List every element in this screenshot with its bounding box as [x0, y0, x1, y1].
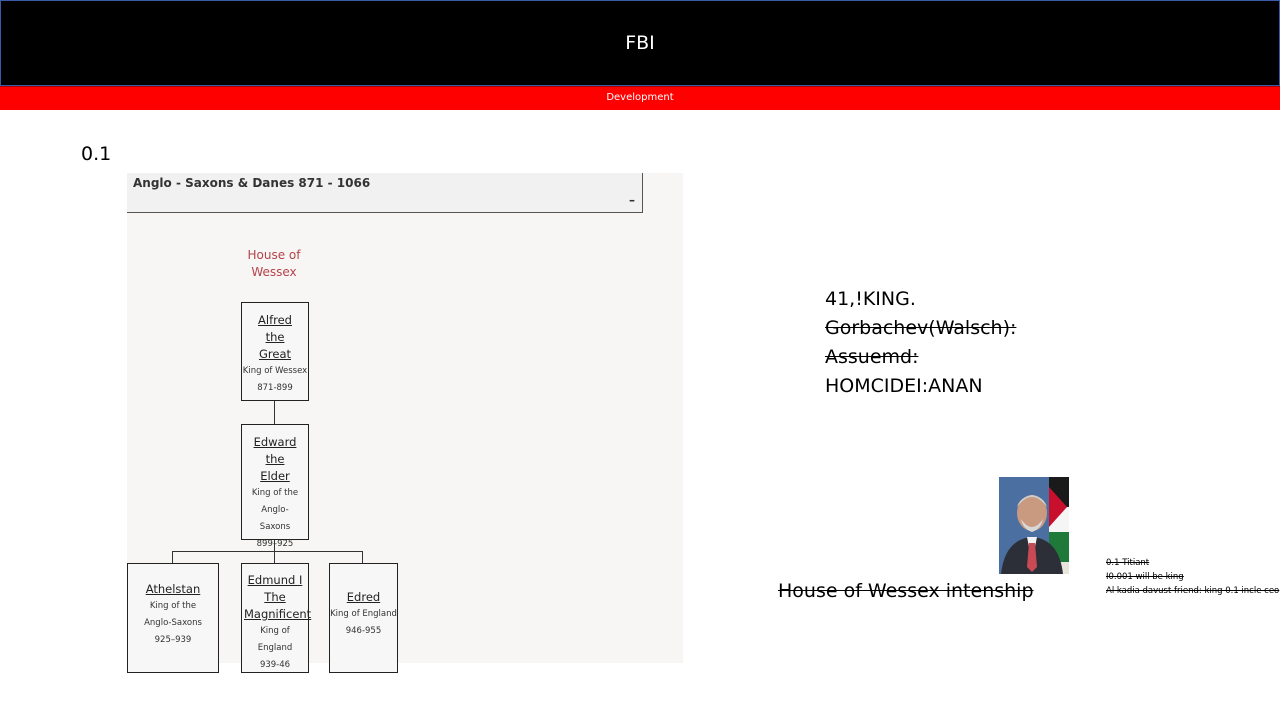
node-name-link[interactable]: Edmund I The Magnificent — [244, 573, 312, 621]
tree-connector — [274, 540, 275, 551]
node-years: 946-955 — [345, 626, 382, 636]
small-note-line: 0.1 Titiant — [1106, 558, 1150, 568]
tree-header-title: Anglo - Saxons & Danes 871 - 1066 — [133, 176, 371, 190]
node-name-link[interactable]: Athelstan — [145, 582, 201, 596]
tree-header: Anglo - Saxons & Danes 871 - 1066 – — [127, 173, 643, 213]
tree-node-edmund: Edmund I The Magnificent King of England… — [241, 563, 312, 673]
tree-connector — [274, 551, 275, 563]
small-note-line: I0.001 will be king — [1106, 572, 1184, 582]
node-name-link[interactable]: Alfred the Great — [258, 313, 292, 361]
node-role: King of the Anglo-Saxons — [251, 488, 299, 532]
node-role: King of the Anglo-Saxons — [144, 601, 202, 628]
window-title: FBI — [625, 32, 655, 54]
node-name-link[interactable]: Edward the Elder — [253, 435, 297, 483]
notes-block: 41,!KING. Gorbachev(Walsch): Assuemd: HO… — [825, 285, 1016, 401]
small-note-line: Al kadia davust friend: king 0.1 incle c… — [1106, 586, 1280, 596]
node-years: 925–939 — [154, 635, 192, 645]
tree-node-alfred: Alfred the Great King of Wessex 871-899 — [241, 302, 309, 401]
collapse-button[interactable]: – — [629, 193, 635, 207]
development-banner: Development — [0, 86, 1280, 110]
node-role: King of England — [257, 626, 293, 653]
node-years: 871-899 — [257, 383, 293, 393]
portrait-photo — [999, 477, 1069, 574]
small-notes: 0.1 Titiant I0.001 will be king Al kadia… — [1106, 556, 1280, 598]
title-bar: FBI — [0, 0, 1280, 86]
node-years: 939-46 — [259, 660, 291, 670]
note-line-struck: Gorbachev(Walsch): — [825, 317, 1017, 339]
node-name-link[interactable]: Edred — [346, 590, 381, 604]
banner-label: Development — [606, 92, 674, 103]
tree-node-edward: Edward the Elder King of the Anglo-Saxon… — [241, 424, 309, 549]
internship-heading: House of Wessex intenship — [778, 580, 1034, 602]
tree-connector — [172, 551, 173, 563]
tree-node-athelstan: Athelstan King of the Anglo-Saxons 925–9… — [127, 563, 219, 673]
tree-connector — [362, 551, 363, 563]
note-line-struck: Assuemd: — [825, 346, 919, 368]
version-label: 0.1 — [81, 143, 112, 165]
house-label: House of Wessex — [247, 248, 301, 279]
note-line: 41,!KING. — [825, 288, 916, 310]
tree-connector — [172, 551, 363, 552]
tree-connector — [274, 401, 275, 424]
tree-node-edred: Edred King of England 946-955 — [329, 563, 398, 673]
family-tree-panel: Anglo - Saxons & Danes 871 - 1066 – Hous… — [127, 173, 683, 673]
node-role: King of Wessex — [242, 366, 308, 376]
node-role: King of England — [330, 609, 397, 619]
note-line: HOMCIDEI:ANAN — [825, 375, 983, 397]
